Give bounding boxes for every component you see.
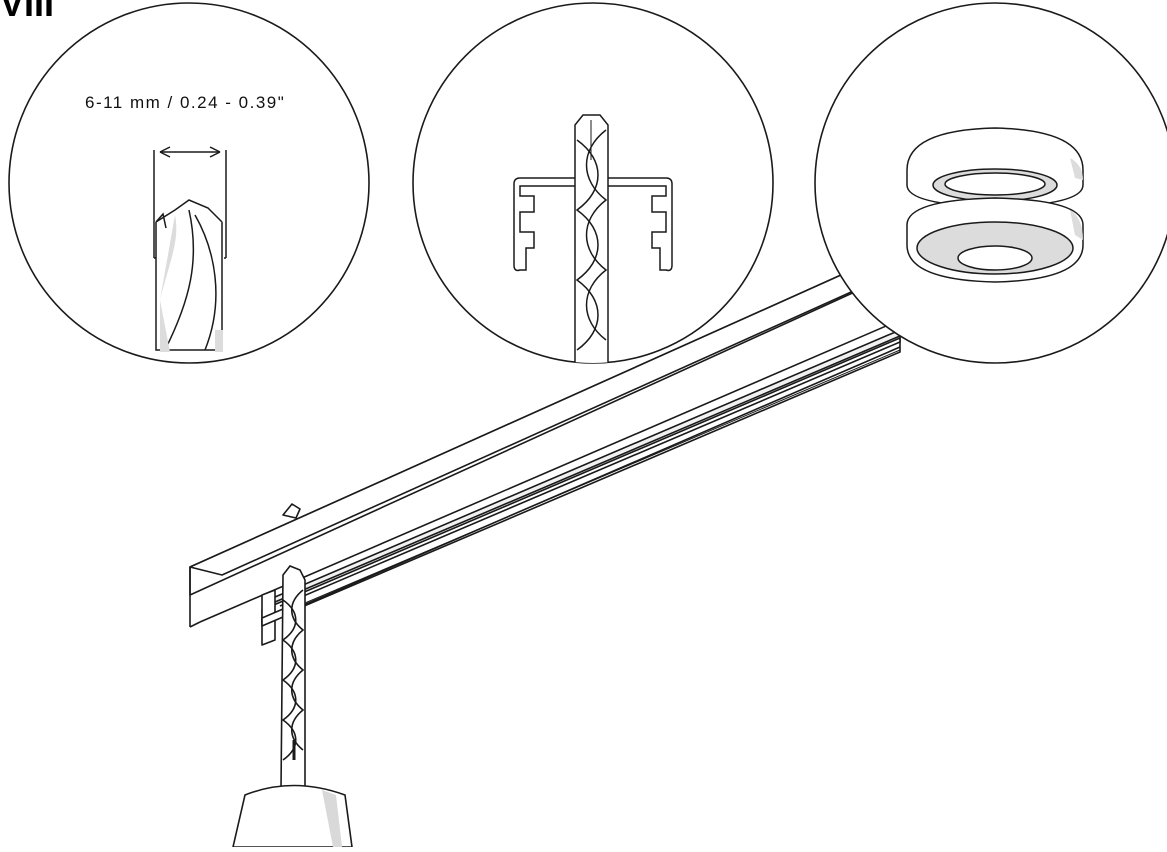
main-drill-bit bbox=[231, 565, 353, 848]
detail-grommet bbox=[814, 2, 1167, 364]
step-label: VIII bbox=[0, 0, 55, 24]
drill-size-label: 6-11 mm / 0.24 - 0.39" bbox=[85, 93, 285, 112]
detail-rail-profile bbox=[412, 2, 774, 364]
detail-drill-size: 6-11 mm / 0.24 - 0.39" bbox=[8, 2, 370, 364]
ceiling-rail bbox=[189, 261, 901, 646]
